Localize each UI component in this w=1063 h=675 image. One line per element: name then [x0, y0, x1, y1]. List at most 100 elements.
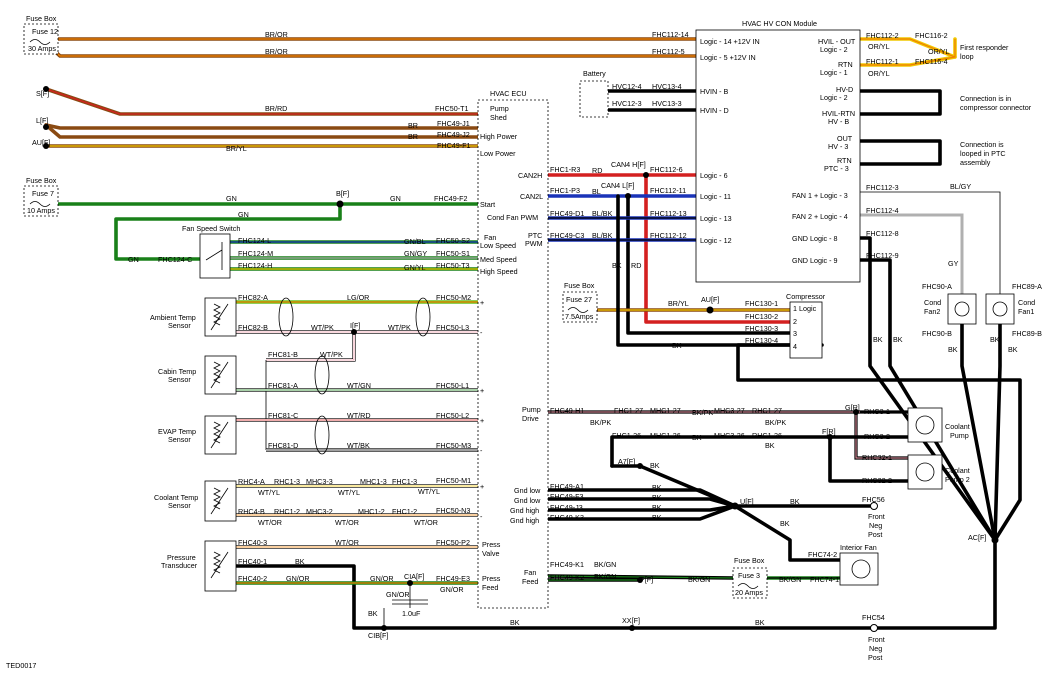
- wc-lg-or: LG/OR: [347, 293, 369, 302]
- pressure-label-2: Transducer: [161, 561, 198, 570]
- splice-i: I[F]: [350, 321, 360, 330]
- wc-bk-comp: BK: [672, 341, 682, 350]
- mod-t4: FHC116-4: [915, 57, 948, 66]
- note-compressor-1: Connection is in: [960, 94, 1011, 103]
- conn-mhc3-3: MHC3-3: [306, 477, 333, 486]
- mod-hvil-out: HVIL - OUT: [818, 37, 856, 46]
- ecu-gnd-high-2: Gnd high: [510, 516, 539, 525]
- ecu-pin-l3: -: [480, 328, 483, 337]
- ecu-conn-n3: FHC50-N3: [436, 506, 470, 515]
- wc-bl-bk-1: BL/BK: [592, 209, 613, 218]
- wire-gnd-f3: [546, 497, 737, 508]
- cabin-label: Cabin Temp: [158, 367, 196, 376]
- wc-bl-bk-2: BL/BK: [592, 231, 613, 240]
- compressor-pin-2: 2: [793, 317, 797, 326]
- conn-fhc82-b: FHC82-B: [238, 323, 268, 332]
- note-first-responder-1: First responder: [960, 43, 1009, 52]
- wire-fan1-gnd: [993, 320, 1002, 542]
- wire-fan1: [860, 191, 1001, 300]
- wire-bk-26: [610, 435, 912, 468]
- ecu-can2l: CAN2L: [520, 192, 543, 201]
- conn-mhc1-26: MHC1-26: [650, 431, 681, 440]
- conn-mhc3-2: MHC3-2: [306, 507, 333, 516]
- ambient-label-2: Sensor: [168, 321, 191, 330]
- mod-gnd9: GND Logic - 9: [792, 256, 838, 265]
- conn-fhc124-c: FHC124-C: [158, 255, 192, 264]
- wc-gn-or-4: GN/OR: [386, 590, 410, 599]
- conn-fhc49-k2: FHC49-K2: [550, 573, 584, 582]
- module-title: HVAC HV CON Module: [742, 19, 817, 28]
- interior-fan: [839, 552, 879, 586]
- battery-box: [579, 80, 609, 118]
- wc-bl-1: BL: [592, 187, 601, 196]
- cond-fan1-label-1: Cond: [1018, 298, 1035, 307]
- conn-rhc32-1: RHC32-1: [862, 453, 892, 462]
- mod-label-13: Logic - 13: [700, 214, 732, 223]
- ecu-title: HVAC ECU: [490, 89, 527, 98]
- splice-f: F[R]: [822, 427, 836, 436]
- ecu-gnd-high-1: Gnd high: [510, 506, 539, 515]
- splice-xx: XX[F]: [622, 616, 640, 625]
- wc-bk-r4: BK: [990, 335, 1000, 344]
- mod-ptc3: PTC - 3: [824, 164, 849, 173]
- ecu-conn-m3: FHC50-M3: [436, 441, 471, 450]
- mod-gnd8: GND Logic - 8: [792, 234, 838, 243]
- ecu-label-press1: Press: [482, 540, 501, 549]
- fuse-27-box: [562, 291, 598, 323]
- ecu-conn-pump-shed: FHC50-T1: [435, 104, 469, 113]
- capacitor-icon: [392, 599, 428, 605]
- ecu-label-valve: Valve: [482, 549, 499, 558]
- fuse-27-amps: 7.5Amps: [565, 312, 594, 321]
- ecu-label-low-power: Low Power: [480, 149, 516, 158]
- conn-fhc130-1: FHC130-1: [745, 299, 778, 308]
- ecu-conn-l2: FHC50-L2: [436, 411, 469, 420]
- compressor: [789, 301, 823, 359]
- ambient-label: Ambient Temp: [150, 313, 196, 322]
- ecu-pin-n3: -: [480, 512, 483, 521]
- wc-bk-xx-1: BK: [510, 618, 520, 627]
- splice-s: S[F]: [36, 89, 49, 98]
- fuse-3-icon: [737, 583, 759, 589]
- fuse-7-amps: 10 Amps: [27, 206, 55, 215]
- compressor-pin-1: 1 Logic: [793, 304, 817, 313]
- wc-rd-can: RD: [631, 261, 641, 270]
- mod-hv3: HV - 3: [828, 142, 848, 151]
- mod-c2: FHC112-2: [866, 31, 899, 40]
- conn-fhc90-b: FHC90-B: [922, 329, 952, 338]
- mod-conn-14: FHC112-14: [652, 30, 689, 39]
- wire-pink-g-tr: [855, 412, 910, 459]
- mod-rtn: RTN: [838, 60, 853, 69]
- mod-t2: FHC116-2: [915, 31, 948, 40]
- mod-label-hvd: HVIN - D: [700, 106, 729, 115]
- wc-wt-pk-2: WT/PK: [388, 323, 411, 332]
- splice-dots: [43, 86, 999, 631]
- wc-wt-pk-3: WT/PK: [320, 350, 343, 359]
- mod-hvd2: Logic - 2: [820, 93, 848, 102]
- ecu-label-high: High Speed: [480, 267, 518, 276]
- wc-bk-gn-2: BK/GN: [594, 572, 616, 581]
- fuse-27-icon: [567, 307, 589, 313]
- hvac-hv-con-module: [695, 29, 861, 283]
- cond-fan1-label-2: Fan1: [1018, 307, 1034, 316]
- fuse-3-name: Fuse 3: [738, 571, 760, 580]
- mod-label-12: Logic - 12: [700, 236, 732, 245]
- conn-rhc3-1: RHC3-1: [864, 407, 890, 416]
- splice-l-dot: [43, 124, 49, 130]
- wc-bk-xx-2: BK: [755, 618, 765, 627]
- wc-wt-bk: WT/BK: [347, 441, 370, 450]
- coolant-sensor: [204, 480, 237, 522]
- fuse-12-amps: 30 Amps: [28, 44, 56, 53]
- pump-icon: [915, 415, 935, 435]
- splice-u: U[F]: [740, 497, 754, 506]
- mod-conn-12: FHC112-12: [650, 231, 687, 240]
- wc-gn-bl: GN/BL: [404, 237, 426, 246]
- ecu-label-low-speed: Low Speed: [480, 241, 516, 250]
- ecu-conn-j2: FHC49-J2: [437, 130, 470, 139]
- splice-a7: A7[F]: [618, 457, 635, 466]
- splice-can4h: CAN4 H[F]: [611, 160, 646, 169]
- splice-ac: AC[F]: [968, 533, 986, 542]
- mod-label-14: Logic - 14 +12V IN: [700, 37, 760, 46]
- splice-cia: CIA[F]: [404, 572, 424, 581]
- wc-br-or-1: BR/OR: [265, 30, 288, 39]
